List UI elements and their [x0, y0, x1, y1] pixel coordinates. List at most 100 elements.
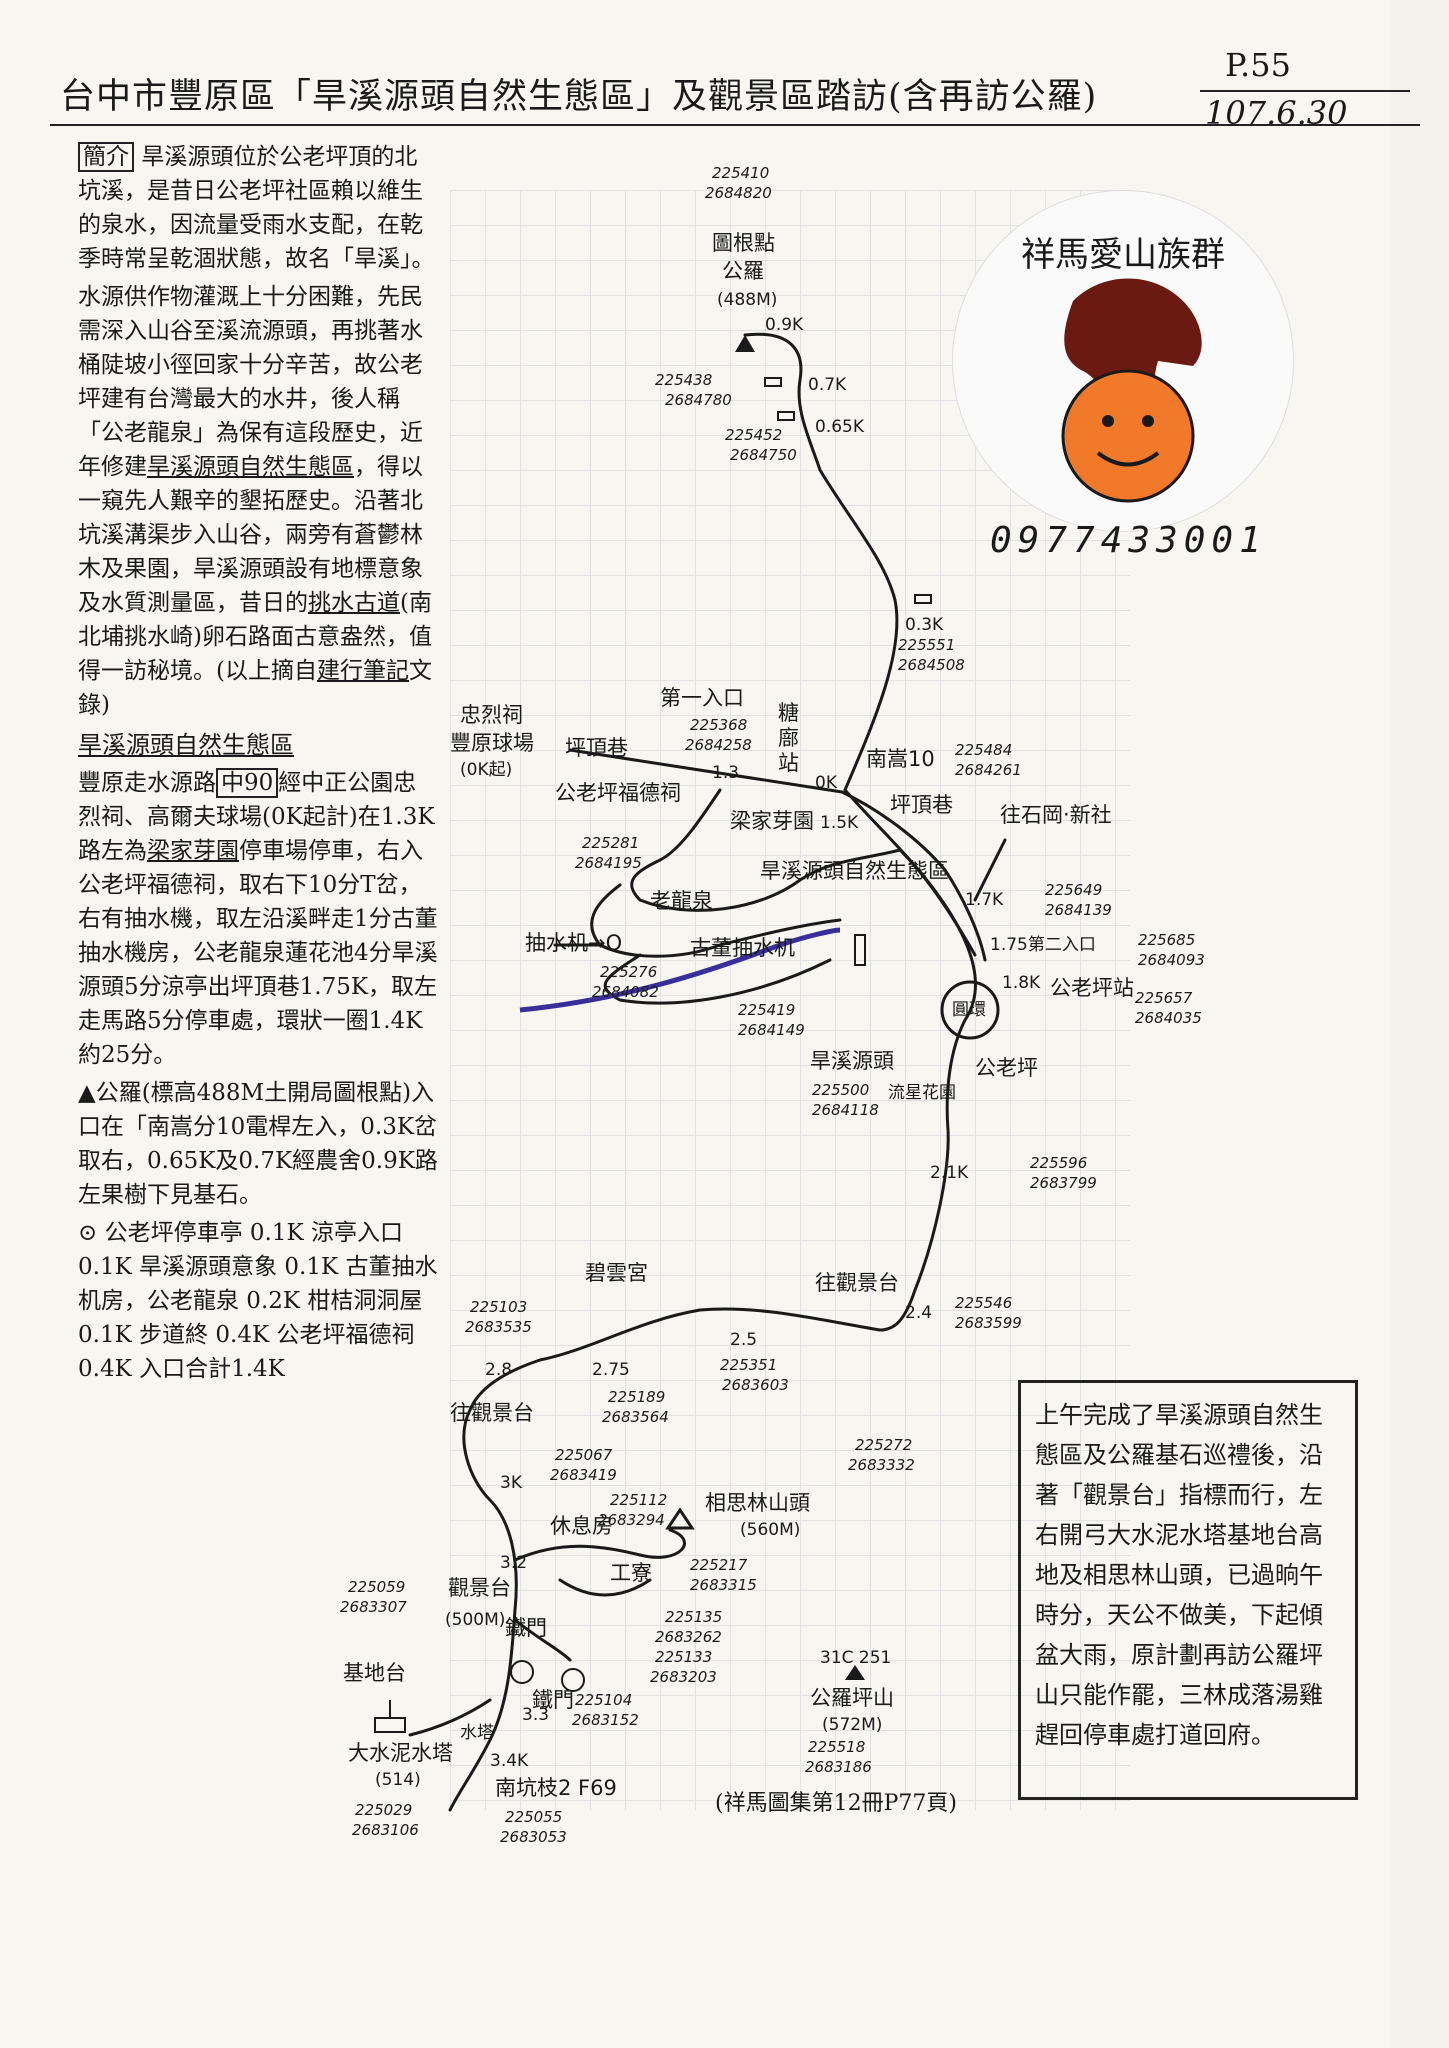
logo-text: 祥馬愛山族群: [1021, 235, 1225, 275]
label-antique: 古董抽水机: [690, 936, 795, 960]
label-peak-elev: (488M): [717, 290, 777, 310]
coord: 2683053: [500, 1828, 567, 1846]
road-number-box: 中90: [216, 768, 279, 798]
label-meteor: 流星花園: [888, 1083, 956, 1103]
coord: 2683294: [598, 1511, 665, 1529]
horse-sun-logo-icon: 祥馬愛山族群: [1021, 235, 1225, 503]
eco-loop-upper: [630, 788, 977, 957]
farmhouse-marker-2: [777, 411, 795, 421]
label-nanlu: 南嵩10: [866, 747, 935, 771]
label-longquan: 老龍泉: [650, 889, 713, 913]
road-north-spur: [743, 332, 899, 792]
coord: 225410: [712, 164, 769, 182]
left-text-column: 簡介 旱溪源頭位於公老坪頂的北坑溪，是昔日公老坪社區賴以維生的泉水，因流量受雨水…: [78, 140, 438, 1390]
coord: 2683599: [955, 1314, 1022, 1332]
river: [519, 927, 841, 1013]
coord: 225518: [808, 1738, 865, 1756]
coord: 2683315: [690, 1576, 757, 1594]
section2-text-c: 停車場停車，右入公老坪福德祠，取右下10分T岔，右有抽水機，取左沿溪畔走1分古董…: [78, 838, 438, 1068]
intro-underline-2: 挑水古道: [308, 590, 400, 616]
label-sugar-2: 廍: [778, 726, 799, 750]
label-biyun: 碧雲宮: [585, 1261, 648, 1285]
road-pingding-east: [840, 790, 987, 962]
label-golf-ok: (0K起): [460, 760, 512, 780]
coord: 225133: [655, 1648, 712, 1666]
club-logo: 祥馬愛山族群: [952, 190, 1294, 532]
label-k15: 1.5K: [820, 813, 859, 833]
label-k3: 3K: [500, 1473, 523, 1493]
coord: 2683106: [352, 1821, 419, 1839]
label-zhonglie: 忠烈祠: [460, 703, 523, 727]
page-edge: [1390, 0, 1449, 2048]
label-k17: 1.7K: [965, 890, 1004, 910]
coord: 2683152: [572, 1711, 639, 1729]
coord: 225419: [738, 1001, 795, 1019]
eco-loop-lower: [590, 883, 842, 958]
label-peak-name: 圖根點: [712, 231, 775, 255]
label-k28: 2.8: [485, 1360, 512, 1380]
coord: 225104: [575, 1691, 632, 1709]
coord: 2684149: [738, 1021, 805, 1039]
intro-text-2d: 文錄): [78, 658, 432, 718]
section4-paragraph: ⊙ 公老坪停車亭 0.1K 涼亭入口 0.1K 旱溪源頭意象 0.1K 古董抽水…: [78, 1220, 438, 1382]
label-k065: 0.65K: [815, 417, 865, 437]
label-glp: 公老坪: [975, 1056, 1038, 1080]
section2-text-a: 豐原走水源路: [78, 770, 216, 796]
label-pump: 抽水机→O: [525, 931, 622, 955]
label-k32: 3.2: [500, 1553, 527, 1573]
section3-paragraph: ▲公羅(標高488M土開局圖根點)入口在「南嵩分10電桿左入，0.3K岔取右，0…: [78, 1080, 438, 1208]
coord: 2683186: [805, 1758, 872, 1776]
label-xiangsi: 相思林山頭: [705, 1491, 810, 1515]
road-to-shigang: [973, 838, 1007, 902]
roundabout-circle: [940, 980, 1000, 1040]
label-rest: 休息房: [550, 1514, 613, 1538]
intro-underline-3: 建行筆記: [316, 658, 409, 684]
coord: 2683535: [465, 1318, 532, 1336]
label-gongluo-code: 31C 251: [820, 1648, 891, 1668]
coord: 2684820: [705, 184, 772, 202]
label-to-view: 往觀景台: [815, 1271, 899, 1295]
label-k13: 1.3: [712, 763, 739, 783]
coord: 2683799: [1030, 1174, 1097, 1192]
intro-text-2: 水源供作物灌溉上十分困難，先民需深入山谷至溪流源頭，再挑著水桶陡坡小徑回家十分辛…: [78, 284, 423, 480]
coord: 225500: [812, 1081, 869, 1099]
trail-view-platform: [513, 1528, 686, 1562]
coord: 225596: [1030, 1154, 1087, 1172]
label-gongluo-elev: (572M): [822, 1715, 882, 1735]
xiangsi-peak-marker: [665, 1507, 695, 1530]
tower-base-marker: [374, 1717, 406, 1733]
label-sugar-1: 糖: [778, 701, 799, 725]
intro-text-2c: (南北埔挑水崎)卵石路面古意盎然，值得一訪秘境。(以上摘自: [78, 590, 432, 684]
label-tower: 大水泥水塔: [348, 1741, 453, 1765]
road-west: [448, 1307, 882, 1812]
gate-b-marker: [561, 1668, 585, 1692]
farmhouse-marker-3: [914, 594, 932, 604]
intro-paragraph-1: 簡介 旱溪源頭位於公老坪頂的北坑溪，是昔日公老坪社區賴以維生的泉水，因流量受雨水…: [78, 140, 438, 276]
label-k34: 3.4K: [490, 1751, 529, 1771]
trail-iron-gate: [513, 1618, 572, 1662]
label-k275: 2.75: [592, 1360, 630, 1380]
coord: 225351: [720, 1356, 777, 1374]
coord: 225649: [1045, 881, 1102, 899]
coord: 225685: [1138, 931, 1195, 949]
coord: 2683262: [655, 1628, 722, 1646]
label-k18: 1.8K: [1002, 973, 1041, 993]
gate-marker: [854, 934, 866, 966]
page-title: 台中市豐原區「旱溪源頭自然生態區」及觀景區踏訪(含再訪公羅): [60, 77, 1098, 117]
label-to-view-2: 往觀景台: [450, 1401, 534, 1425]
label-view: 觀景台: [448, 1576, 511, 1600]
label-fude: 公老坪福德祠: [555, 781, 681, 805]
label-k24: 2.4: [905, 1303, 932, 1323]
coord: 225546: [955, 1294, 1012, 1312]
label-iron-2: 鐵門: [532, 1688, 574, 1712]
section2-text-b: 經中正公園忠烈祠、高爾夫球場(0K起計)在1.3K路左為: [78, 770, 435, 864]
coord: 225452: [725, 426, 782, 444]
coord: 2684508: [898, 656, 965, 674]
label-k09: 0.9K: [765, 315, 804, 335]
label-k03: 0.3K: [905, 615, 944, 635]
road-pingding-west: [568, 748, 844, 794]
label-first-entry: 第一入口: [660, 686, 744, 710]
phone-number: 0977433001: [990, 520, 1267, 561]
coord: 2684258: [685, 736, 752, 754]
farmhouse-marker-1: [764, 377, 782, 387]
